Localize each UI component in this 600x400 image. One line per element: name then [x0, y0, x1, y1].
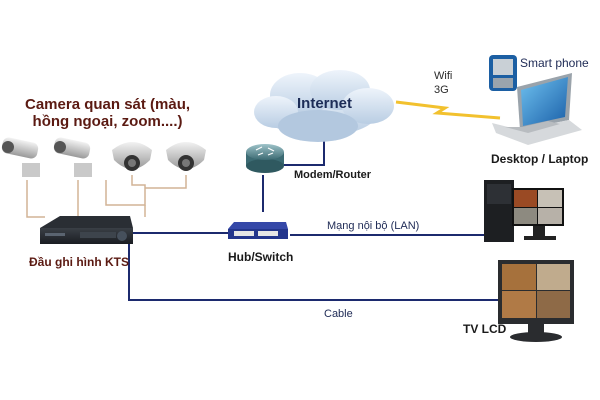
dvr-icon: [40, 216, 133, 244]
modem-router-label: Modem/Router: [294, 169, 371, 181]
dvr-label: Đầu ghi hình KTS: [29, 255, 129, 269]
tv-lcd-label: TV LCD: [463, 322, 507, 336]
dome-camera-1-icon: [112, 142, 152, 171]
camera-label: Camera quan sát (màu, hồng ngoại, zoom..…: [25, 96, 190, 130]
desktop-pc-icon: [484, 180, 564, 242]
router-icon: [246, 144, 284, 173]
dome-camera-2-icon: [166, 142, 206, 171]
internet-label: Internet: [297, 95, 353, 112]
cable-label: Cable: [324, 308, 353, 320]
laptop-icon: [492, 73, 582, 145]
tv-lcd-icon: [498, 260, 574, 342]
camera-label-line1: Camera quan sát (màu,: [25, 96, 191, 113]
network-lines: [128, 140, 500, 301]
wifi-label: Wifi 3G: [434, 69, 452, 97]
hub-switch-icon: [228, 222, 288, 239]
smartphone-icon: [489, 55, 517, 91]
lan-label: Mạng nội bộ (LAN): [327, 220, 420, 232]
bullet-camera-2-icon: [53, 137, 92, 177]
bullet-camera-1-icon: [1, 137, 40, 177]
smartphone-label: Smart phone: [520, 56, 589, 70]
camera-cables: [26, 175, 187, 218]
wifi-label-line2: 3G: [434, 84, 449, 96]
internet-cloud-icon: [254, 70, 394, 142]
camera-label-line2: hồng ngoại, zoom....): [32, 113, 183, 130]
wifi-bolt: [395, 100, 501, 120]
hub-switch-label: Hub/Switch: [228, 250, 294, 264]
desktop-laptop-label: Desktop / Laptop: [491, 152, 589, 166]
wifi-label-line1: Wifi: [434, 70, 453, 82]
